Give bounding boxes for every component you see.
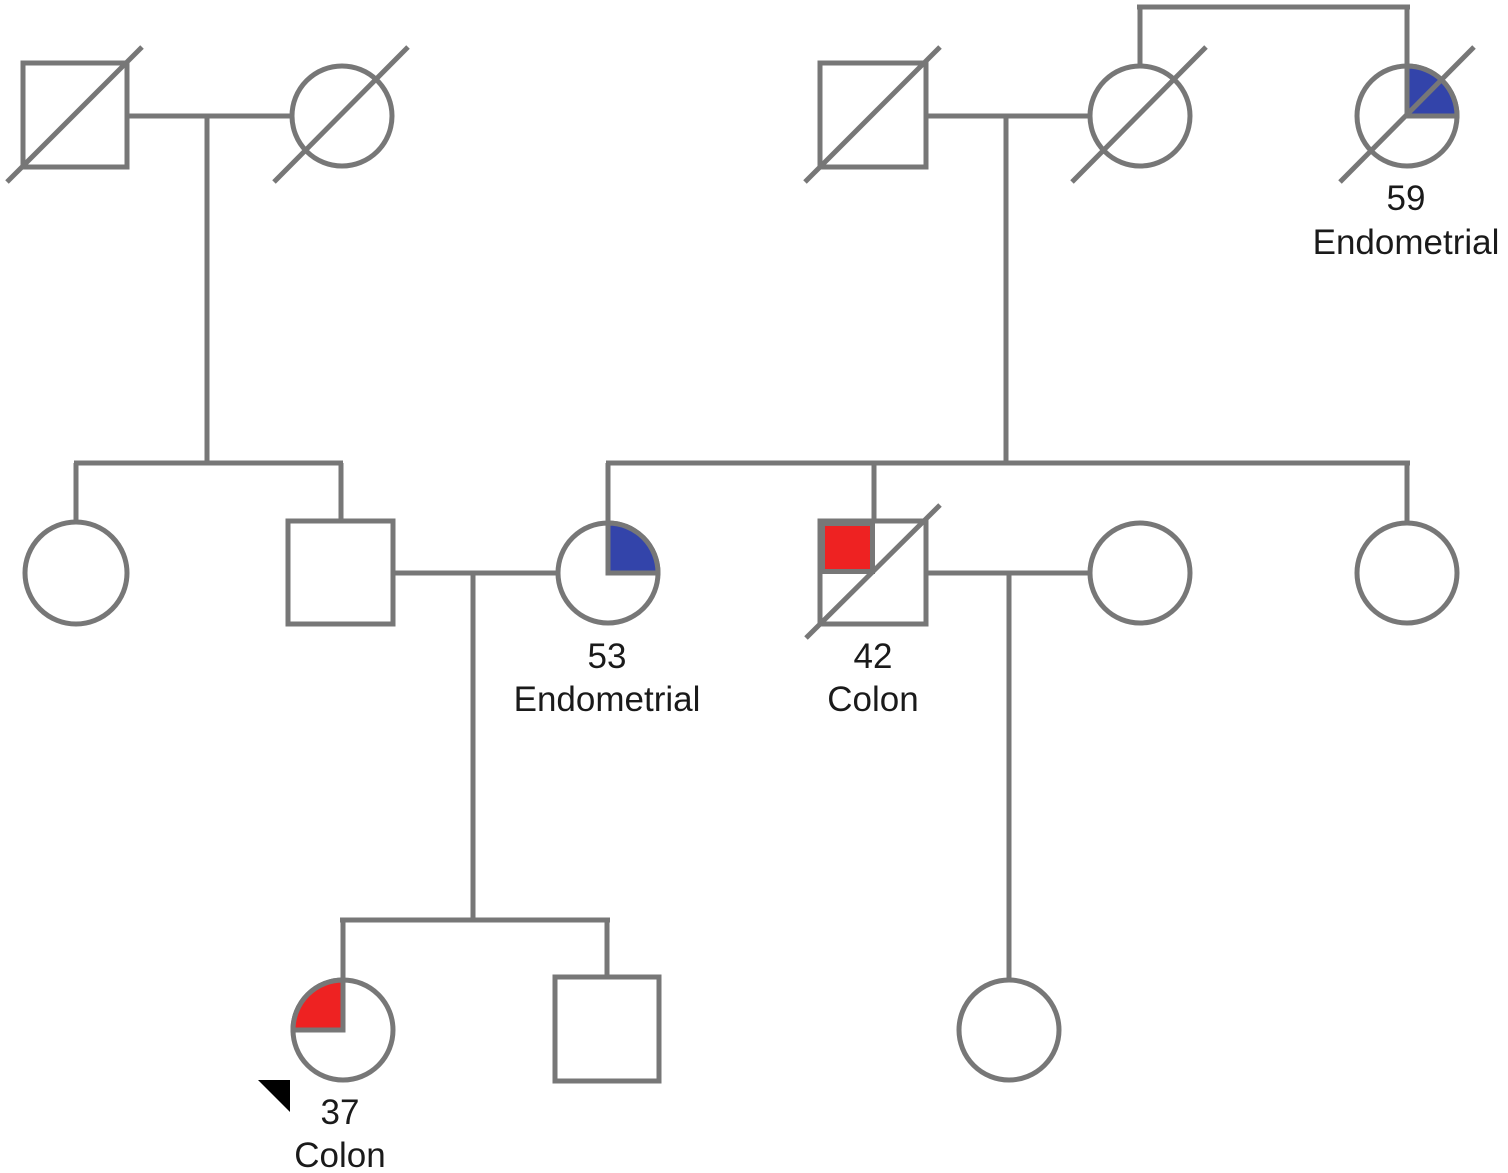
maternal-aunt-female-symbol [1354,520,1460,626]
mother-female-symbol [555,520,661,626]
father-male-symbol [285,518,396,627]
deceased-slash-icon [1338,45,1476,184]
great-aunt-female-symbol [1338,45,1476,184]
deceased-slash-icon [803,45,942,184]
proband-arrow-icon [258,1080,290,1112]
proband-female-symbol [290,977,396,1083]
deceased-slash-icon [5,45,144,184]
mother-diagnosis-label: Endometrial [514,680,701,719]
grandmother-paternal-female-symbol [272,45,410,184]
great-aunt-age-label: 59 [1387,179,1426,218]
mother-age-label: 53 [588,637,627,676]
endometrial-cancer-quadrant [605,520,661,576]
maternal-uncle-diagnosis-label: Colon [827,680,918,719]
grandfather-maternal-male-symbol [803,45,942,184]
colon-cancer-quadrant [820,521,875,574]
deceased-slash-icon [272,45,410,184]
maternal-uncle-male-symbol [804,503,942,640]
brother-male-symbol [552,974,662,1084]
paternal-aunt-female-symbol [22,519,130,627]
uncle-spouse-female-symbol [1087,520,1193,626]
cousin-female-symbol [956,977,1062,1083]
maternal-uncle-age-label: 42 [854,637,893,676]
proband-age-label: 37 [321,1093,360,1132]
great-aunt-diagnosis-label: Endometrial [1313,223,1500,262]
grandmother-maternal-female-symbol [1070,45,1208,184]
colon-cancer-quadrant [290,977,346,1033]
proband-diagnosis-label: Colon [294,1136,385,1173]
grandfather-paternal-male-symbol [5,45,144,184]
pedigree-lines [73,4,1410,980]
deceased-slash-icon [1070,45,1208,184]
deceased-slash-icon [804,503,942,640]
